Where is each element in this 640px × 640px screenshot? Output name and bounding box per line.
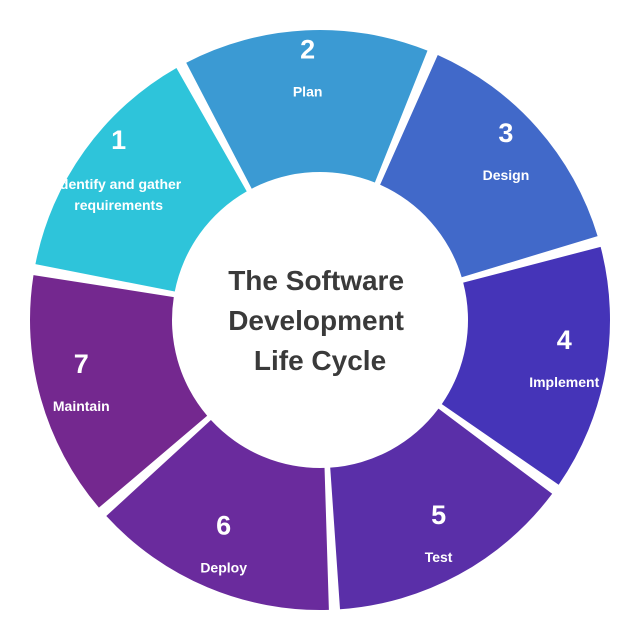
stage-shape <box>330 408 553 610</box>
stage-label-line: Design <box>483 167 530 183</box>
stage-shape <box>29 275 208 508</box>
stage-label: Identify and gather requirements <box>56 176 182 213</box>
stage-label-line: Identify and gather <box>56 176 182 192</box>
center-title: The Software Development Life Cycle <box>228 265 412 376</box>
center-title-line: Life Cycle <box>254 345 386 376</box>
stage-shape <box>441 246 610 485</box>
stage-shape <box>186 30 428 189</box>
stage-label-line: Plan <box>293 83 323 99</box>
stage-label: Implement <box>529 374 599 390</box>
stage-shape <box>380 54 598 278</box>
stage-label-line: requirements <box>74 197 163 213</box>
stage-label: Design <box>483 167 530 183</box>
stage-label-line: Implement <box>529 374 599 390</box>
stage-shape <box>106 420 329 610</box>
center-title-line: Development <box>228 305 404 336</box>
stage-shape <box>35 68 247 292</box>
stage-label-line: Maintain <box>53 398 110 414</box>
stage-label-line: Deploy <box>200 560 247 576</box>
stage-number: 5 <box>431 500 446 530</box>
stage-number: 6 <box>216 511 231 541</box>
stage-label: Plan <box>293 83 323 99</box>
stage-number: 7 <box>74 349 89 379</box>
center-hub <box>174 174 466 466</box>
stage-number: 2 <box>300 34 315 64</box>
stage-number: 3 <box>498 118 513 148</box>
stage-label: Test <box>425 549 453 565</box>
stage-number: 4 <box>557 325 572 355</box>
stage-number: 1 <box>111 125 126 155</box>
stage-label: Maintain <box>53 398 110 414</box>
stage-label: Deploy <box>200 560 247 576</box>
center-title-line: The Software <box>228 265 404 296</box>
stage-label-line: Test <box>425 549 453 565</box>
